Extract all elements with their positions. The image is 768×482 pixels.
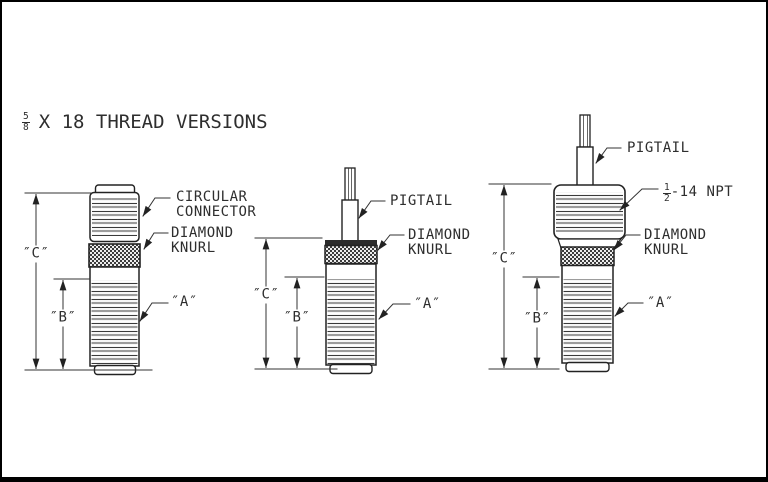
body-thread-area [91, 280, 138, 364]
fraction-denominator: 2 [664, 192, 670, 204]
fraction-numerator: 5 [22, 111, 30, 123]
leader-line-pigtail [358, 200, 386, 219]
body-thread-area [563, 279, 612, 362]
leader-line-npt [619, 188, 659, 211]
figure-npt-version [488, 114, 659, 373]
figure-pigtail-version [254, 167, 411, 375]
dimension-c-label: ″C″ [250, 286, 282, 303]
body-thread-area [327, 279, 375, 364]
bottom-cap [565, 361, 610, 373]
leader-line-knurl [377, 234, 405, 251]
fraction-denominator: 8 [23, 121, 29, 133]
dimension-b-label: ″B″ [281, 309, 313, 326]
dimension-c-label: ″C″ [20, 245, 52, 262]
pigtail-sleeve [576, 146, 594, 187]
pigtail-label: PIGTAIL [390, 193, 453, 209]
leader-line-a [614, 302, 644, 317]
connector-thread-area [92, 198, 137, 236]
leader-line-a [378, 303, 411, 320]
dimension-a-label: ″A″ [414, 296, 441, 312]
leader-line-a [139, 302, 169, 322]
dimension-a-label: ″A″ [171, 294, 198, 310]
dimension-extension-lines [488, 183, 560, 370]
knurl-band [560, 246, 615, 267]
npt-fraction: 1 2 [663, 183, 671, 203]
dimension-extension-lines [24, 192, 153, 371]
dimension-a-label: ″A″ [647, 295, 674, 311]
drawing-title: 5 8 X 18 THREAD VERSIONS [22, 111, 268, 133]
npt-thread-area [556, 192, 623, 232]
npt-label: 1 2 -14 NPT [663, 183, 733, 203]
title-thread-fraction: 5 8 [22, 112, 30, 132]
dimension-b-label: ″B″ [47, 309, 79, 326]
title-text: X 18 THREAD VERSIONS [38, 111, 268, 133]
dimension-c-label: ″C″ [488, 250, 520, 267]
fraction-numerator: 1 [663, 182, 671, 194]
npt-text: -14 NPT [670, 184, 734, 201]
dimension-extension-lines [254, 237, 338, 370]
leader-line-pigtail [595, 147, 622, 164]
leader-line-knurl [143, 232, 169, 250]
leader-line-connector [142, 197, 171, 217]
figure-circular-connector-version [24, 184, 171, 376]
leader-line-knurl [613, 234, 641, 251]
pigtail-cable [344, 167, 356, 202]
dimension-b-label: ″B″ [521, 310, 553, 327]
pigtail-cable [579, 114, 591, 148]
knurl-band [324, 244, 378, 265]
top-band [325, 240, 377, 246]
pigtail-sleeve [341, 199, 359, 242]
knurl-band [88, 243, 141, 268]
pigtail-label: PIGTAIL [627, 140, 690, 156]
